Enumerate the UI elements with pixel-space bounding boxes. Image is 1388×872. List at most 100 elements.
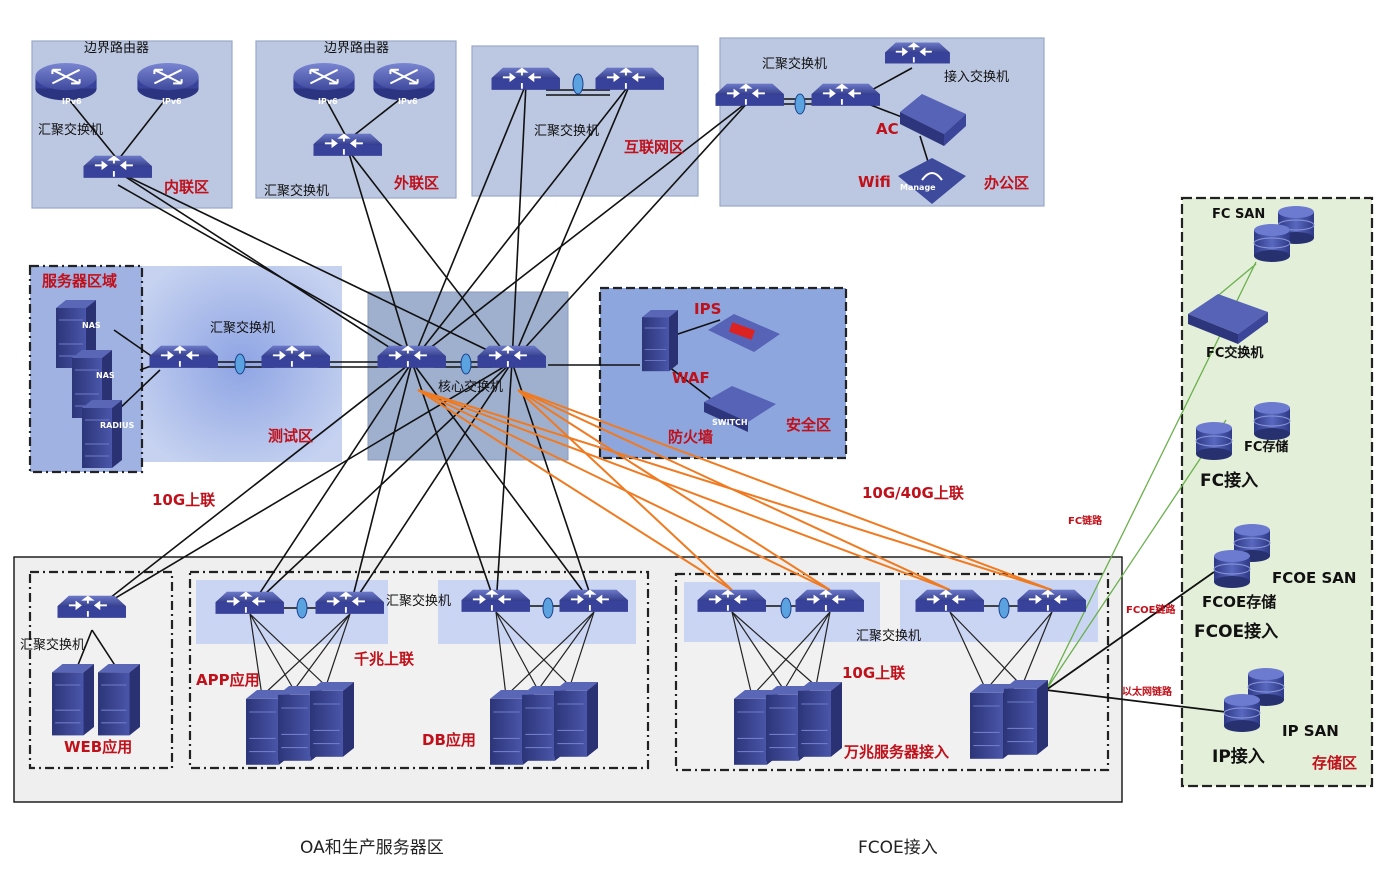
db-fan-1 [505,611,595,697]
storage-fc-san-label: FC SAN [1212,207,1265,222]
ceshi-agg-label: 汇聚交换机 [210,320,275,336]
server-nas2-tag: NAS [96,371,115,380]
storage-disk-2 [1253,223,1291,263]
tengig-switch-2 [794,588,865,613]
core-link-11 [91,361,413,613]
bangong-wifi-label: Wifi [858,173,891,191]
oa-caption: OA和生产服务器区 [300,838,444,858]
zone-bangong [719,37,1045,207]
server-radius-tag: RADIUS [100,421,134,430]
bangong-access-label: 接入交换机 [944,69,1009,85]
web-zone-name: WEB应用 [64,738,132,756]
tengig-switch-4 [1016,588,1087,613]
hulianwang-switch-1 [490,66,561,91]
storage-ip-san-label: IP SAN [1282,722,1339,740]
orange-uplink-1 [417,389,733,591]
storage-fc-switch-label: FC交换机 [1206,345,1263,361]
app-fan-1 [261,613,351,697]
core-link-17 [411,361,497,607]
bangong-zone-name: 办公区 [984,174,1029,192]
storage-disk-6 [1213,549,1251,589]
ac-device [900,94,966,134]
wailian-zone-name: 外联区 [393,174,439,192]
db-fan-3 [569,611,595,687]
db-switch-1 [460,588,531,613]
wifi-ap [898,158,966,204]
storage-fcoe-storage-label: FCOE存储 [1202,593,1276,611]
neilian-zone-name: 内联区 [164,178,209,196]
ac-device-side [900,112,944,146]
local-link-2 [117,95,169,161]
tengig2-fan-2 [949,611,1023,687]
bangong-agg-label: 汇聚交换机 [762,56,827,72]
gigabit-uplink-label: 千兆上联 [354,650,415,668]
db-zone-name: DB应用 [422,731,476,749]
db-switch-2 [558,588,629,613]
core-link-9 [411,99,751,363]
fc-switch-front [1238,312,1268,344]
core-link-16 [349,361,513,609]
web-server-2 [97,663,141,736]
neilian-router-2 [136,61,200,102]
anquan-zone-name: 安全区 [786,416,831,434]
orange-uplink-7 [517,389,951,591]
bond-5 [296,597,308,619]
fc-link-line-2 [1045,419,1227,691]
neilian-router-1 [34,61,98,102]
uplink-10g-label: 10G上联 [152,491,216,509]
app-agg-label: 汇聚交换机 [386,593,451,609]
tengig-switch-1 [696,588,767,613]
ceshi-zone-name: 测试区 [268,427,313,445]
ethernet-link-line [1045,689,1227,713]
wailian-agg-switch [312,132,383,157]
anquan-switch-tag: SWITCH [712,418,748,427]
fc-switch-side [1188,314,1238,344]
neilian-router1-tag: IPv6 [62,97,82,106]
ethernet-link-label: 以太网链路 [1122,685,1173,698]
tengig-fan-1 [731,611,753,697]
local-link-3 [323,95,349,141]
local-link-4 [347,95,405,141]
tengig-fan-1 [751,611,831,697]
local-link-26 [91,629,119,671]
app-fan-1 [249,613,263,697]
hulianwang-switch-2 [594,66,665,91]
core-link-20 [511,361,595,607]
hulianwang-zone-name: 互联网区 [624,138,684,156]
storage-fcoe-access-label: FCOE接入 [1194,621,1278,642]
bond-8 [998,597,1010,619]
storage-ip-access-label: IP接入 [1212,746,1265,767]
bond-1 [572,73,584,95]
app-fan-2 [249,613,295,691]
tengig-fan-3 [815,611,831,687]
bond-2 [794,93,806,115]
core-link-8 [511,83,631,363]
wifi-waves-icon [921,172,943,181]
server-nas1-tag: NAS [82,321,101,330]
tengig-fan-3 [731,611,817,687]
core-link-7 [411,83,631,363]
neilian-agg-switch [82,154,153,179]
db-fan-2 [537,611,595,691]
firewall-device-side [704,402,748,432]
core-link-4 [347,149,513,363]
bond-4 [460,353,472,375]
wailian-router-2 [372,61,436,102]
local-link-21 [117,369,161,411]
bangong-switch-2 [810,82,881,107]
anquan-waf-label: WAF [672,369,710,387]
bangong-switch-1 [714,82,785,107]
tengig-fan-2 [783,611,831,691]
waf-device [641,309,679,372]
core-link-3 [347,149,413,363]
core-link-15 [249,361,513,609]
tengig2-fan-1 [949,611,987,691]
uplink-10g-40g-label: 10G/40G上联 [862,484,965,502]
core-link-6 [511,83,527,363]
core-switch-2 [476,344,547,369]
neilian-router2-tag: IPv6 [162,97,182,106]
wailian-agg-label: 汇聚交换机 [264,183,329,199]
core-link-13 [249,361,413,609]
storage-fc-storage-label: FC存储 [1244,439,1288,455]
